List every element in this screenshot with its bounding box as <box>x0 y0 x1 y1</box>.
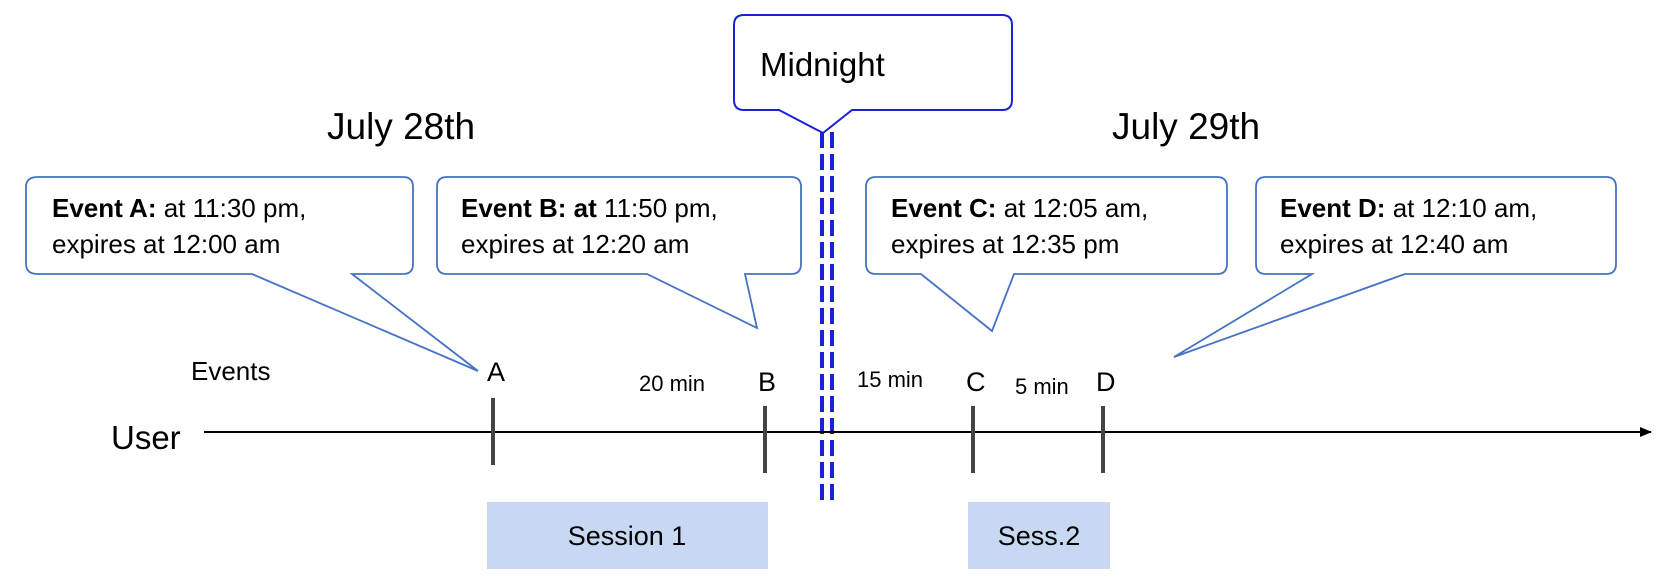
midnight-callout <box>733 14 1013 135</box>
event-c-marker-label: C <box>966 367 986 397</box>
event-d-marker-label: D <box>1096 367 1116 397</box>
event-c-time: at 12:05 am, <box>996 193 1148 223</box>
session-2-box <box>968 502 1110 569</box>
event-a-callout <box>25 176 479 372</box>
session-2-label: Sess.2 <box>998 521 1081 551</box>
event-a-expiry: expires at 12:00 am <box>52 229 280 259</box>
user-row-label: User <box>111 419 181 456</box>
event-c-callout <box>865 176 1228 333</box>
midnight-label: Midnight <box>760 46 885 83</box>
date-july-28: July 28th <box>327 106 475 147</box>
event-a-time: at 11:30 pm, <box>157 193 307 223</box>
event-a-marker-label: A <box>487 357 505 387</box>
session-1-box <box>487 502 768 569</box>
event-a-text: Event A: at 11:30 pm, expires at 12:00 a… <box>52 193 314 259</box>
event-b-expiry: expires at 12:20 am <box>461 229 689 259</box>
event-c-bold: Event C: <box>891 193 996 223</box>
gap-label-cd: 5 min <box>1015 374 1069 399</box>
event-d-expiry: expires at 12:40 am <box>1280 229 1508 259</box>
events-row-label: Events <box>191 356 271 386</box>
event-c-expiry: expires at 12:35 pm <box>891 229 1119 259</box>
event-a-bold: Event A: <box>52 193 157 223</box>
event-b-callout <box>436 176 802 330</box>
event-d-bold: Event D: <box>1280 193 1385 223</box>
event-d-callout <box>1173 176 1617 358</box>
session-1-label: Session 1 <box>568 521 687 551</box>
event-b-time: 11:50 pm, <box>597 193 718 223</box>
event-b-marker-label: B <box>758 367 776 397</box>
gap-label-bc: 15 min <box>857 367 923 392</box>
event-d-time: at 12:10 am, <box>1385 193 1537 223</box>
event-b-bold: Event B: at <box>461 193 597 223</box>
gap-label-ab: 20 min <box>639 371 705 396</box>
event-c-text: Event C: at 12:05 am, expires at 12:35 p… <box>891 193 1155 259</box>
event-d-text: Event D: at 12:10 am, expires at 12:40 a… <box>1280 193 1544 259</box>
date-july-29: July 29th <box>1112 106 1260 147</box>
event-b-text: Event B: at 11:50 pm, expires at 12:20 a… <box>461 193 725 259</box>
